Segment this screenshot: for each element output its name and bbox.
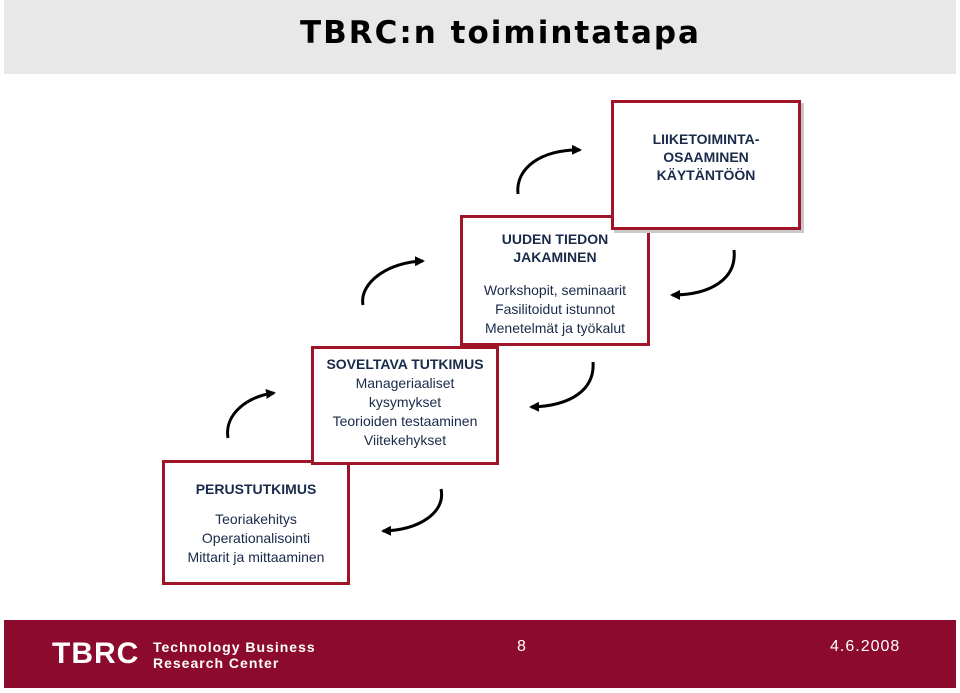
title-bar: TBRC:n toimintatapa [4,0,956,74]
curved-arrow-up-icon [361,256,425,306]
logo-subtitle-line: Technology Business [153,639,316,655]
step-item: Mittarit ja mittaaminen [187,549,325,565]
step-item: Fasilitoidut istunnot [495,301,615,317]
step-item: Viitekehykset [363,432,447,448]
curved-arrow-back-icon [670,249,736,300]
footer-date: 4.6.2008 [830,638,901,655]
curved-arrow-back-icon [381,488,444,536]
step-item: Operationalisointi [201,530,311,546]
step-box-perustutkimus: PERUSTUTKIMUS Teoriakehitys Operationali… [162,460,350,585]
curved-arrow-back-icon [529,361,595,412]
step-heading: SOVELTAVA TUTKIMUS [326,356,484,372]
step-item: Menetelmät ja työkalut [484,320,626,336]
step-box-soveltava-tutkimus: SOVELTAVA TUTKIMUS Manageriaaliset kysym… [311,346,499,465]
page-number: 8 [517,638,526,655]
logo-subtitle-line: Research Center [153,655,280,671]
step-item: Workshopit, seminaarit [483,282,627,298]
step-item: Teorioiden testaaminen [332,413,478,429]
step-heading: UUDEN TIEDON JAKAMINEN [501,231,609,265]
step-box-uuden-tiedon-jakaminen: UUDEN TIEDON JAKAMINEN Workshopit, semin… [460,215,650,346]
curved-arrow-up-icon [226,388,276,439]
page-title: TBRC:n toimintatapa [300,15,701,51]
logo-subtitle: Technology Business Research Center [153,639,316,671]
footer-bar [4,620,956,688]
step-item: kysymykset [368,394,442,410]
step-item: Manageriaaliset [355,375,455,391]
step-box-liiketoimintaosaaminen: LIIKETOIMINTA- OSAAMINEN KÄYTÄNTÖÖN [611,100,801,230]
step-heading: LIIKETOIMINTA- OSAAMINEN KÄYTÄNTÖÖN [652,131,760,183]
step-item: Teoriakehitys [215,511,297,527]
curved-arrow-up-icon [516,144,582,195]
step-heading: PERUSTUTKIMUS [195,481,317,497]
tbrc-logo: TBRC [52,637,140,670]
